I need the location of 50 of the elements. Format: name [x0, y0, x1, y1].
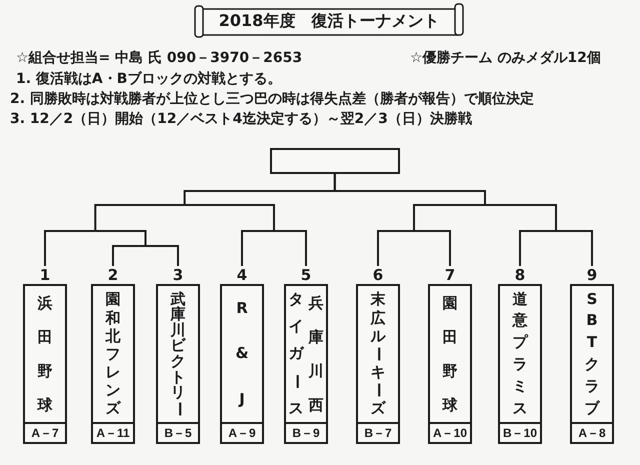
seed-number: 5 [300, 266, 312, 284]
bracket-line [414, 230, 451, 266]
seed-number: 4 [236, 266, 248, 284]
team-name: R&J [234, 298, 250, 410]
group-code: A－10 [430, 422, 470, 442]
group-code: B－10 [500, 422, 540, 442]
bracket-line [413, 204, 485, 231]
seed-number: 8 [514, 266, 526, 284]
seed-number: 9 [586, 266, 598, 284]
winner-box [270, 148, 400, 174]
bracket-line [519, 230, 556, 266]
bracket-line [556, 230, 593, 266]
bracket-line [377, 230, 414, 266]
seed-number: 3 [172, 266, 184, 284]
team-name: 浜田野球 [37, 293, 53, 416]
bracket-line [44, 230, 96, 266]
bracket-line [184, 204, 275, 231]
team-name: タイガース [288, 289, 304, 419]
team-name: 園田野球 [442, 293, 458, 416]
bracket-line [241, 230, 274, 266]
bracket-line [112, 245, 146, 266]
team-name: 園和北フレンズ [105, 290, 121, 418]
rule-text: 3. 12／2（日）開始（12／ベスト4迄決定する）～翌2／3（日）決勝戦 [10, 110, 472, 128]
bracket-line [334, 174, 486, 205]
bracket-line [146, 245, 179, 266]
rule-text: 1. 復活戦はA・Bブロックの対戦とする。 [16, 70, 282, 88]
contact-note: ☆組合せ担当= 中島 氏 090－3970－2653 [16, 49, 302, 67]
bracket-line [95, 230, 146, 246]
team-name: 道意プラミス [512, 288, 528, 419]
group-code: A－7 [25, 422, 65, 442]
group-code: A－9 [222, 422, 262, 442]
group-code: B－9 [286, 422, 326, 442]
bracket-line [94, 204, 185, 231]
seed-number: 2 [108, 266, 118, 284]
seed-number: 7 [444, 266, 456, 284]
bracket-line [485, 204, 557, 231]
team-name: 武庫川ビクトリー [170, 292, 186, 416]
medal-note: ☆優勝チーム のみメダル12個 [410, 49, 601, 67]
team-name: 兵庫川西 [308, 293, 324, 416]
group-code: A－8 [572, 422, 612, 442]
title-text: 2018年度 復活トーナメント [218, 11, 440, 31]
seed-number: 6 [372, 266, 384, 284]
rule-text: 2. 同勝敗時は対戦勝者が上位とし三つ巴の時は得失点差（勝者が報告）で順位決定 [10, 90, 534, 108]
team-name: 末広ルーキーズ [370, 290, 386, 418]
bracket-line [274, 230, 307, 266]
group-code: B－7 [358, 422, 398, 442]
group-code: A－11 [93, 422, 133, 442]
group-code: B－5 [158, 422, 198, 442]
team-name: SBTクラブ [584, 288, 600, 419]
seed-number: 1 [40, 266, 50, 284]
